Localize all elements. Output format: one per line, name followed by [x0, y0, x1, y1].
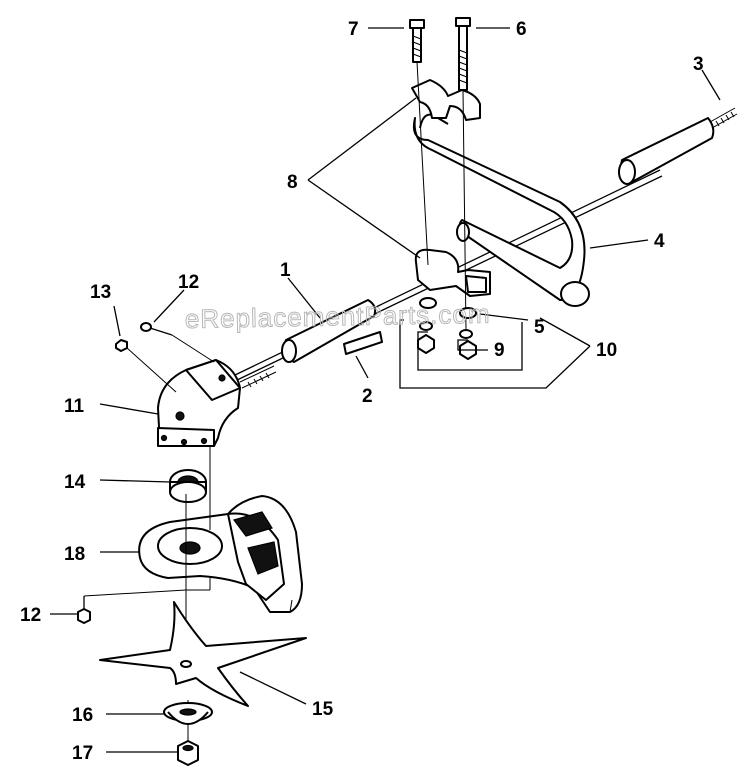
callout-17: 17: [72, 743, 93, 764]
lower-clamp-part-8: [414, 248, 491, 297]
callout-12-lower: 12: [20, 605, 41, 626]
callout-7: 7: [348, 19, 359, 40]
callout-10: 10: [596, 340, 617, 361]
callout-12-upper: 12: [178, 272, 199, 293]
leader-lines: [50, 27, 721, 753]
decal-part-2: [343, 331, 383, 355]
nut-part-17: [177, 740, 199, 766]
callout-8: 8: [287, 172, 298, 193]
callout-4: 4: [654, 231, 665, 252]
screw-part-12-upper: [140, 322, 215, 363]
callout-13: 13: [90, 282, 111, 303]
handle-part-4: [412, 113, 590, 307]
gear-head-part-11: [157, 359, 277, 447]
callout-2: 2: [362, 386, 373, 407]
callout-15: 15: [312, 699, 334, 720]
cup-washer-part-16: [163, 702, 213, 725]
guard-part-18: [138, 495, 303, 613]
tube-part-1: [281, 299, 377, 363]
blade-part-15: [99, 601, 307, 707]
callout-labels: 7 6 3 8 4 1 12 13 5 9 10 2 11 14 18 12 1…: [20, 19, 704, 764]
callout-3: 3: [693, 54, 704, 75]
callout-14: 14: [64, 472, 86, 493]
callout-9: 9: [494, 340, 505, 361]
upper-clamp-part-8: [411, 79, 481, 121]
screw-part-13: [115, 339, 177, 393]
callout-16: 16: [72, 705, 93, 726]
callout-6: 6: [516, 19, 527, 40]
callout-18: 18: [64, 544, 85, 565]
callout-1: 1: [280, 260, 291, 281]
bearing-part-14: [169, 469, 207, 503]
bolt-part-7: [409, 19, 429, 266]
bolt-part-6: [455, 17, 471, 331]
watermark-text: eReplacementParts.com: [185, 299, 491, 334]
bolt-part-12-lower: [77, 589, 187, 624]
callout-11: 11: [64, 396, 85, 417]
callout-5: 5: [534, 317, 545, 338]
